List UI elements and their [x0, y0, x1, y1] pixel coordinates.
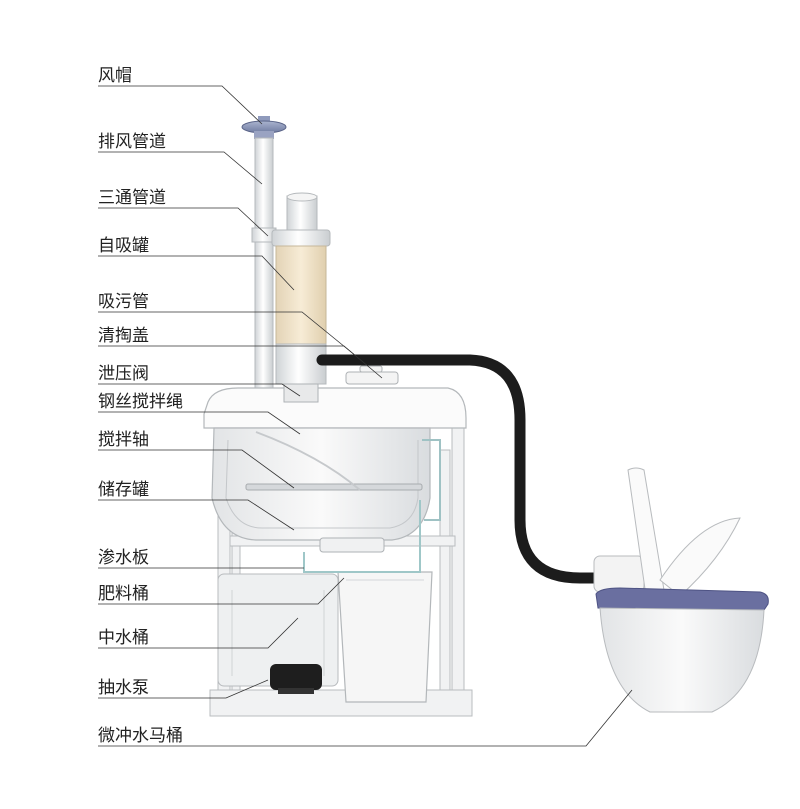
leader-steel-wire-rope — [98, 411, 301, 435]
exhaust-pipe-shape — [254, 137, 274, 401]
leader-pressure-relief-valve — [98, 383, 301, 397]
leader-storage-tank — [98, 499, 295, 531]
leader-exhaust-pipe — [98, 151, 263, 185]
water-pump-shape — [270, 664, 322, 694]
label-micro-flush-toilet: 微冲水马桶 — [98, 726, 183, 746]
leader-wind-cap — [98, 85, 263, 125]
suction-hose-shape — [316, 354, 606, 584]
self-priming-tank-shape — [271, 192, 331, 385]
water-tube-shape — [303, 500, 421, 573]
label-water-pump: 抽水泵 — [98, 678, 149, 698]
label-seepage-plate: 渗水板 — [98, 548, 149, 568]
label-tee-pipe: 三通管道 — [98, 188, 166, 208]
label-exhaust-pipe: 排风管道 — [98, 132, 166, 152]
leader-suction-pipe — [98, 311, 357, 357]
leader-water-pump — [98, 679, 269, 699]
label-stirring-shaft: 搅拌轴 — [98, 430, 149, 450]
label-steel-wire-rope: 钢丝搅拌绳 — [98, 392, 183, 412]
label-cleanout-cover: 清掏盖 — [98, 326, 149, 346]
leader-fertilizer-bucket — [98, 577, 345, 605]
label-suction-pipe: 吸污管 — [98, 292, 149, 312]
leader-micro-flush-toilet — [98, 689, 633, 747]
micro-flush-toilet-shape — [593, 467, 769, 713]
label-pressure-relief-valve: 泄压阀 — [98, 364, 149, 384]
leader-self-priming-tank — [98, 255, 295, 291]
leader-greywater-bucket — [98, 617, 299, 649]
label-wind-cap: 风帽 — [98, 66, 132, 86]
leader-tee-pipe — [98, 207, 269, 237]
storage-tank-shape — [203, 365, 467, 541]
label-self-priming-tank: 自吸罐 — [98, 236, 149, 256]
label-storage-tank: 储存罐 — [98, 480, 149, 500]
fertilizer-bucket-shape — [337, 571, 433, 703]
leader-stirring-shaft — [98, 449, 295, 489]
leader-lines — [98, 85, 633, 747]
wind-cap-shape — [241, 116, 287, 139]
seepage-plate-shape — [319, 537, 385, 553]
leader-cleanout-cover — [98, 345, 383, 379]
label-fertilizer-bucket: 肥料桶 — [98, 584, 149, 604]
label-greywater-bucket: 中水桶 — [98, 628, 149, 648]
